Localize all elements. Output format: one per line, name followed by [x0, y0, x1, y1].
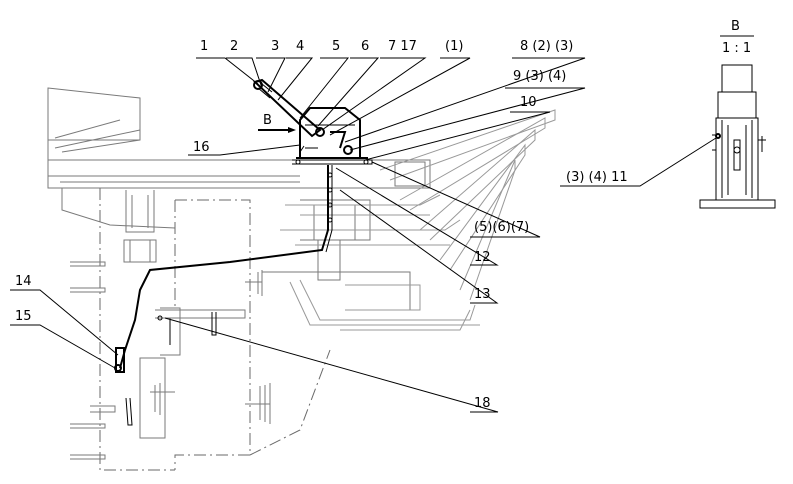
callout-5-6-7: (5)(6)(7)	[474, 220, 529, 235]
callout-10: 10	[520, 95, 537, 110]
cable-path	[114, 165, 333, 373]
callout-3-4-11: (3) (4) 11	[566, 170, 628, 185]
callout-5: 5	[332, 39, 340, 54]
callout-1: 1	[200, 39, 208, 54]
view-arrow-label: B	[263, 113, 272, 128]
callout-13: 13	[474, 287, 491, 302]
view-arrow-b: B	[258, 113, 296, 133]
callout-3: 3	[271, 39, 279, 54]
callout-8: 8 (2) (3)	[520, 39, 573, 54]
callout-14: 14	[15, 274, 32, 289]
callout-7-17: 7 17	[388, 39, 417, 54]
left-body-frame	[47, 87, 300, 263]
dashed-outlines	[99, 188, 331, 471]
callout-9: 9 (3) (4)	[513, 69, 566, 84]
lower-components	[70, 261, 271, 460]
detail-view-b: B 1 : 1 (3) (4) 11	[560, 19, 776, 209]
detail-view-scale: 1 : 1	[722, 41, 751, 56]
callouts: 1 2 3 4 5 6 7 17 (1) 8 (2) (3) 9 (3) (4)…	[10, 39, 586, 413]
callout-12: 12	[474, 250, 491, 265]
detail-view-letter: B	[731, 19, 740, 34]
callout-15: 15	[15, 309, 32, 324]
callout-16: 16	[193, 140, 210, 155]
callout-p1: (1)	[445, 39, 463, 54]
callout-2: 2	[230, 39, 238, 54]
callout-18: 18	[474, 396, 491, 411]
callout-6: 6	[361, 39, 369, 54]
callout-4: 4	[296, 39, 304, 54]
